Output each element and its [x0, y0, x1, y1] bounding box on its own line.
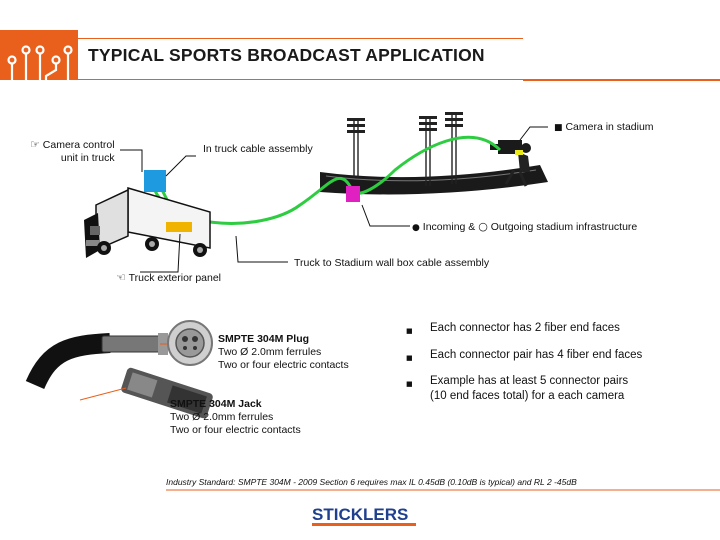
truck-exterior-label: ☜ Truck exterior panel: [116, 271, 221, 285]
sticklers-logo: STICKLERS: [310, 502, 420, 526]
in-truck-cable-label: In truck cable assembly: [203, 143, 313, 155]
brand-name: STICKLERS: [312, 505, 408, 524]
outgoing-text: Outgoing stadium infrastructure: [490, 221, 638, 233]
list-item: ■ Example has at least 5 connector pairs…: [406, 375, 629, 402]
broadcast-truck-illustration: [84, 186, 211, 258]
smpte-jack-connector: [79, 367, 213, 419]
header-rule: [523, 79, 720, 81]
camera-control-unit-box: [144, 170, 166, 192]
camera-in-stadium-label: ■ Camera in stadium: [554, 121, 654, 135]
header: TYPICAL SPORTS BROADCAST APPLICATION: [0, 0, 720, 81]
stadium-illustration: [320, 112, 548, 195]
circuit-logo: [0, 30, 78, 80]
circuit-icon: [7, 45, 73, 80]
filled-circle-icon: ●: [412, 223, 420, 233]
camera-control-line2: unit in truck: [60, 152, 115, 164]
plug-line1: Two Ø 2.0mm ferrules: [218, 346, 322, 358]
pointing-hand-right-icon: ☞: [30, 138, 40, 151]
list-item: ■ Each connector has 2 fiber end faces: [406, 321, 706, 339]
incoming-text: Incoming &: [422, 221, 476, 233]
industry-standard-footnote: Industry Standard: SMPTE 304M - 2009 Sec…: [166, 477, 577, 487]
jack-description: SMPTE 304M Jack Two Ø 2.0mm ferrules Two…: [170, 398, 301, 437]
stadium-wall-box: [346, 186, 360, 202]
list-item: ■ Each connector pair has 4 fiber end fa…: [406, 348, 706, 366]
camera-control-line1: Camera control: [42, 139, 115, 151]
square-bullet-icon: ■: [406, 353, 413, 362]
facts-list: ■ Each connector has 2 fiber end faces ■…: [406, 321, 706, 403]
square-bullet-icon: ■: [406, 327, 413, 335]
plug-line2: Two or four electric contacts: [218, 359, 349, 371]
plug-title: SMPTE 304M Plug: [218, 333, 310, 345]
smpte-plug-connector: [167, 320, 213, 366]
connector-cable-illustration: [25, 333, 180, 390]
cable-route: [150, 135, 502, 225]
pointing-hand-left-icon: ☜: [116, 271, 126, 284]
plug-description: SMPTE 304M Plug Two Ø 2.0mm ferrules Two…: [218, 333, 349, 372]
jack-line2: Two or four electric contacts: [170, 424, 301, 436]
truck-exterior-text: Truck exterior panel: [128, 272, 222, 284]
camera-in-stadium-text: Camera in stadium: [565, 121, 654, 133]
camera-control-label: ☞ Camera control unit in truck: [30, 138, 115, 165]
hollow-circle-icon: ○: [478, 220, 488, 233]
truck-exterior-panel-box: [166, 222, 192, 232]
square-bullet-icon: ■: [554, 123, 563, 133]
jack-line1: Two Ø 2.0mm ferrules: [170, 411, 274, 423]
page-title: TYPICAL SPORTS BROADCAST APPLICATION: [88, 45, 485, 65]
jack-title: SMPTE 304M Jack: [170, 398, 262, 410]
incoming-outgoing-label: ● Incoming & ○ Outgoing stadium infrastr…: [412, 220, 637, 235]
truck-to-stadium-label: Truck to Stadium wall box cable assembly: [294, 257, 490, 269]
title-block: TYPICAL SPORTS BROADCAST APPLICATION: [78, 38, 523, 80]
square-bullet-icon: ■: [406, 380, 413, 388]
